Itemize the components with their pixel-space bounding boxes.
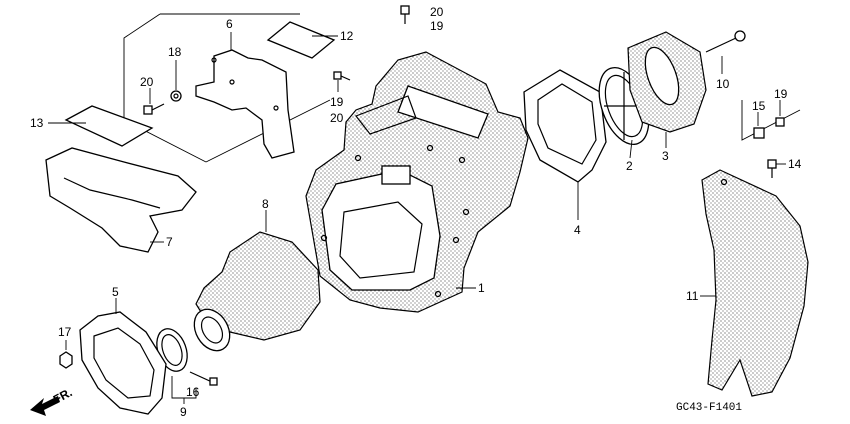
part-1-housing — [305, 51, 529, 313]
part-19-bolt-right — [775, 100, 785, 127]
callout-19-top: 19 — [430, 19, 444, 33]
part-8-intake-boot — [193, 210, 321, 352]
callout-12: 12 — [340, 29, 354, 43]
callout-20-left: 20 — [140, 75, 154, 89]
callout-19-mid: 19 — [330, 95, 344, 109]
part-6-side-cover — [195, 32, 295, 159]
part-11-side-cover — [700, 169, 809, 397]
callout-7: 7 — [166, 235, 173, 249]
part-10-screw — [705, 30, 746, 74]
callout-18: 18 — [168, 45, 182, 59]
callout-4: 4 — [574, 223, 581, 237]
part-14-bolt — [767, 159, 786, 178]
callout-3: 3 — [662, 149, 669, 163]
callout-5: 5 — [112, 285, 119, 299]
callout-6: 6 — [226, 17, 233, 31]
callout-16: 16 — [186, 385, 200, 399]
part-19-bolt-mid — [333, 71, 351, 92]
part-15-collar — [753, 112, 765, 139]
part-5-gasket-plate — [79, 298, 167, 415]
callout-labels: 1 2 3 4 5 6 7 8 9 10 11 12 13 14 15 16 1… — [30, 5, 802, 419]
part-12-sheet — [266, 21, 338, 59]
part-16-screw — [189, 371, 218, 386]
callout-14: 14 — [788, 157, 802, 171]
part-18-washer — [170, 60, 182, 102]
figure-code: GC43-F1401 — [676, 402, 742, 414]
callout-2: 2 — [626, 159, 633, 173]
front-direction-arrow: FR. — [30, 385, 74, 416]
callout-11: 11 — [686, 289, 699, 303]
callout-10: 10 — [716, 77, 730, 91]
part-20-bolt-top — [400, 5, 410, 24]
callout-20-mid: 20 — [330, 111, 344, 125]
callout-15: 15 — [752, 99, 766, 113]
callout-1: 1 — [478, 281, 485, 295]
part-3-foam-element — [627, 31, 707, 148]
callout-19-right: 19 — [774, 87, 788, 101]
callout-8: 8 — [262, 197, 269, 211]
part-17-nut — [59, 340, 73, 369]
group-bracket-right — [741, 100, 801, 141]
callout-20-top: 20 — [430, 5, 444, 19]
callout-17: 17 — [58, 325, 72, 339]
part-20-bolt-left — [143, 88, 165, 115]
callout-9: 9 — [180, 405, 187, 419]
part-7-guide-plate — [45, 147, 197, 253]
part-13-sheet — [48, 105, 154, 147]
callout-13: 13 — [30, 116, 44, 130]
part-4-gasket — [523, 69, 607, 220]
